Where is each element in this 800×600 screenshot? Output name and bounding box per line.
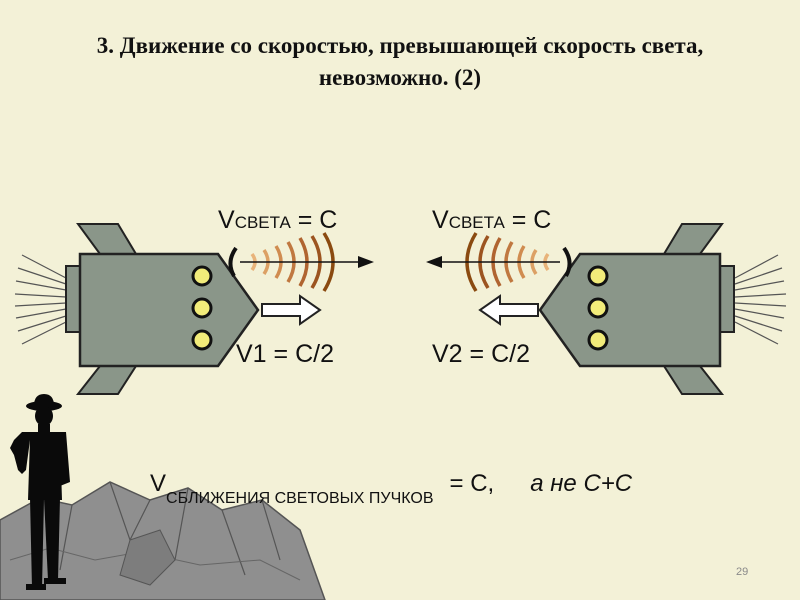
left-porthole-2 [191, 297, 213, 319]
title-line-1: 3. Движение со скоростью, превышающей ск… [96, 33, 704, 58]
left-rocket [14, 223, 374, 395]
page-number: 29 [736, 566, 749, 578]
formula-prefix: V [150, 470, 167, 497]
right-rocket-bottom-fin [662, 365, 725, 395]
right-porthole-3 [587, 329, 609, 351]
right-rocket-nozzle [719, 265, 735, 333]
left-light-speed-value: = С [290, 206, 338, 234]
right-porthole-2 [587, 297, 609, 319]
right-light-arrow [426, 256, 560, 268]
formula-alternative: а не С+С [530, 470, 633, 497]
left-rocket-bottom-fin [75, 365, 138, 395]
left-porthole-3 [191, 329, 213, 351]
left-light-speed-sub: СВЕТА [234, 213, 291, 232]
right-light-emitter [562, 246, 572, 277]
right-light-speed-sub: СВЕТА [448, 213, 505, 232]
left-light-speed-prefix: V [218, 206, 235, 234]
right-porthole-1 [587, 265, 609, 287]
left-light-arrow [240, 256, 374, 268]
right-velocity-arrow [478, 294, 539, 326]
left-rocket-top-fin [76, 223, 138, 255]
left-rocket-body [78, 252, 260, 368]
left-light-speed-label: VСВЕТА = С [218, 206, 337, 235]
person-silhouette [10, 394, 70, 590]
left-exhaust-rays [14, 254, 67, 345]
right-exhaust-rays [734, 254, 787, 345]
approach-speed-formula: VСБЛИЖЕНИЯ СВЕТОВЫХ ПУЧКОВ = С, а не С+С [150, 470, 633, 507]
right-rocket [426, 223, 787, 395]
right-light-speed-label: VСВЕТА = С [432, 206, 551, 235]
right-light-speed-value: = С [504, 206, 552, 234]
left-rocket-nozzle [65, 265, 81, 333]
title-line-2: невозможно. (2) [318, 65, 482, 90]
left-porthole-1 [191, 265, 213, 287]
right-rocket-body [538, 252, 722, 368]
right-velocity-label: V2 = С/2 [432, 340, 530, 368]
slide-title: 3. Движение со скоростью, превышающей ск… [0, 30, 800, 94]
left-light-emitter [228, 246, 238, 277]
left-velocity-label: V1 = С/2 [236, 340, 334, 368]
left-velocity-arrow [261, 294, 322, 326]
formula-equals: = С, [449, 470, 495, 497]
formula-subscript: СБЛИЖЕНИЯ СВЕТОВЫХ ПУЧКОВ [166, 490, 434, 507]
right-rocket-top-fin [662, 223, 724, 255]
right-light-speed-prefix: V [432, 206, 449, 234]
